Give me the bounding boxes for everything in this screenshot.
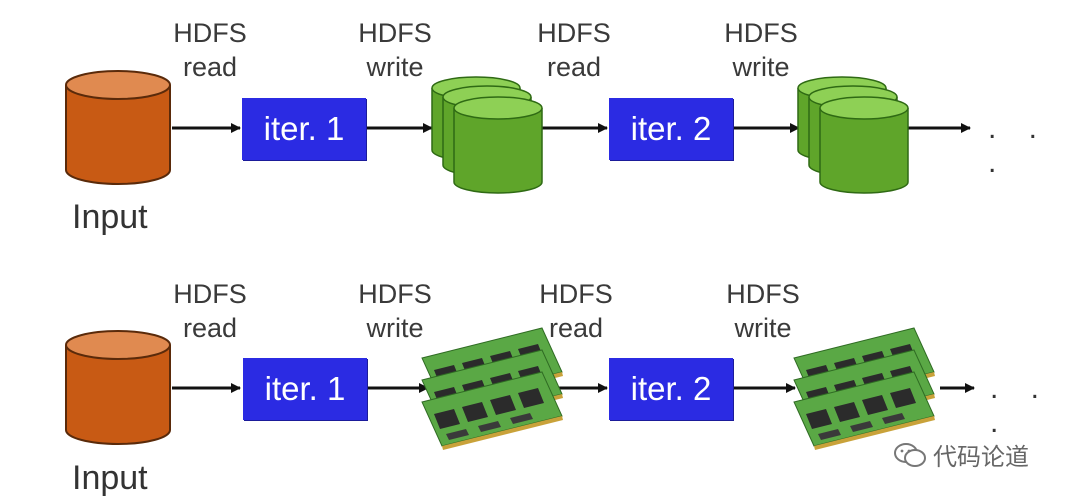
label-line1: HDFS bbox=[537, 18, 611, 48]
memory-module-icon bbox=[421, 327, 564, 451]
input-label: Input bbox=[72, 198, 148, 236]
hdfs-disks-icon bbox=[431, 76, 543, 194]
label-line2: write bbox=[732, 52, 790, 82]
label-line1: HDFS bbox=[539, 279, 613, 309]
iteration-2-box: iter. 2 bbox=[609, 358, 733, 420]
hdfs-disks-icon bbox=[797, 76, 909, 194]
watermark-text: 代码论道 bbox=[933, 444, 1029, 471]
watermark: 代码论道 bbox=[893, 437, 1029, 472]
label-line1: HDFS bbox=[173, 279, 247, 309]
hdfs-read-label: HDFS read bbox=[534, 277, 618, 345]
label-line2: read bbox=[546, 52, 602, 82]
iteration-1-box: iter. 1 bbox=[242, 98, 366, 160]
label-line2: write bbox=[734, 313, 792, 343]
input-disk-icon bbox=[65, 330, 171, 445]
hdfs-write-label: HDFS write bbox=[350, 277, 440, 345]
input-label: Input bbox=[72, 459, 148, 497]
hdfs-write-label: HDFS write bbox=[716, 16, 806, 84]
label-line2: read bbox=[182, 313, 238, 343]
input-disk-icon bbox=[65, 70, 171, 185]
iteration-1-box: iter. 1 bbox=[243, 358, 367, 420]
label-line1: HDFS bbox=[726, 279, 800, 309]
wechat-icon bbox=[894, 442, 926, 467]
ellipsis: . . . bbox=[990, 372, 1052, 439]
memory-module-icon bbox=[793, 327, 936, 451]
label-line1: HDFS bbox=[358, 279, 432, 309]
label-line1: HDFS bbox=[358, 18, 432, 48]
hdfs-read-label: HDFS read bbox=[532, 16, 616, 84]
hdfs-read-label: HDFS read bbox=[168, 277, 252, 345]
label-line1: HDFS bbox=[724, 18, 798, 48]
label-line2: read bbox=[548, 313, 604, 343]
label-line2: write bbox=[366, 52, 424, 82]
hdfs-read-label: HDFS read bbox=[168, 16, 252, 84]
hdfs-write-label: HDFS write bbox=[350, 16, 440, 84]
iteration-2-box: iter. 2 bbox=[609, 98, 733, 160]
hdfs-write-label: HDFS write bbox=[718, 277, 808, 345]
label-line2: read bbox=[182, 52, 238, 82]
ellipsis: . . . bbox=[988, 112, 1050, 179]
label-line1: HDFS bbox=[173, 18, 247, 48]
label-line2: write bbox=[366, 313, 424, 343]
